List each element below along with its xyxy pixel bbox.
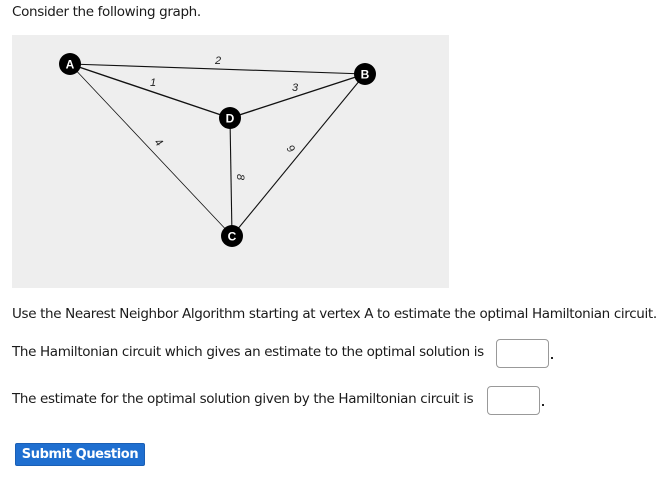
edge-label-a-d: 1: [150, 77, 156, 89]
edge-b-c: [231, 73, 366, 237]
svg-text:C: C: [228, 230, 237, 244]
edge-a-d: [69, 63, 231, 119]
graph-figure: 2 1 4 3 8 6 A B C D: [12, 35, 449, 288]
estimate-answer-input[interactable]: [487, 386, 540, 415]
edge-label-d-c: 8: [234, 174, 246, 181]
graph-nodes: A B C D: [59, 53, 376, 247]
node-c: C: [221, 225, 243, 247]
period-mark: [542, 404, 544, 406]
edge-label-a-b: 2: [214, 55, 221, 67]
submit-question-button[interactable]: Submit Question: [15, 443, 145, 466]
circuit-answer-input[interactable]: [496, 339, 549, 368]
edge-label-d-b: 3: [292, 82, 299, 94]
svg-text:B: B: [361, 68, 370, 82]
edge-a-b: [69, 63, 366, 75]
svg-text:D: D: [226, 112, 235, 126]
graph-svg: 2 1 4 3 8 6 A B C D: [59, 53, 376, 247]
edge-d-b: [229, 73, 366, 119]
node-d: D: [219, 107, 241, 129]
edge-d-c: [229, 117, 233, 237]
circuit-question-label: The Hamiltonian circuit which gives an e…: [12, 344, 484, 360]
intro-text: Consider the following graph.: [12, 4, 201, 20]
node-a: A: [59, 53, 81, 75]
instruction-text: Use the Nearest Neighbor Algorithm start…: [12, 306, 657, 322]
node-b: B: [354, 63, 376, 85]
edge-label-b-c: 6: [285, 141, 299, 154]
edge-label-a-c: 4: [152, 136, 165, 149]
estimate-question-label: The estimate for the optimal solution gi…: [12, 391, 474, 407]
graph-edges: [69, 63, 366, 237]
period-mark: [551, 357, 553, 359]
svg-text:A: A: [66, 58, 75, 72]
edge-a-c: [69, 63, 233, 237]
